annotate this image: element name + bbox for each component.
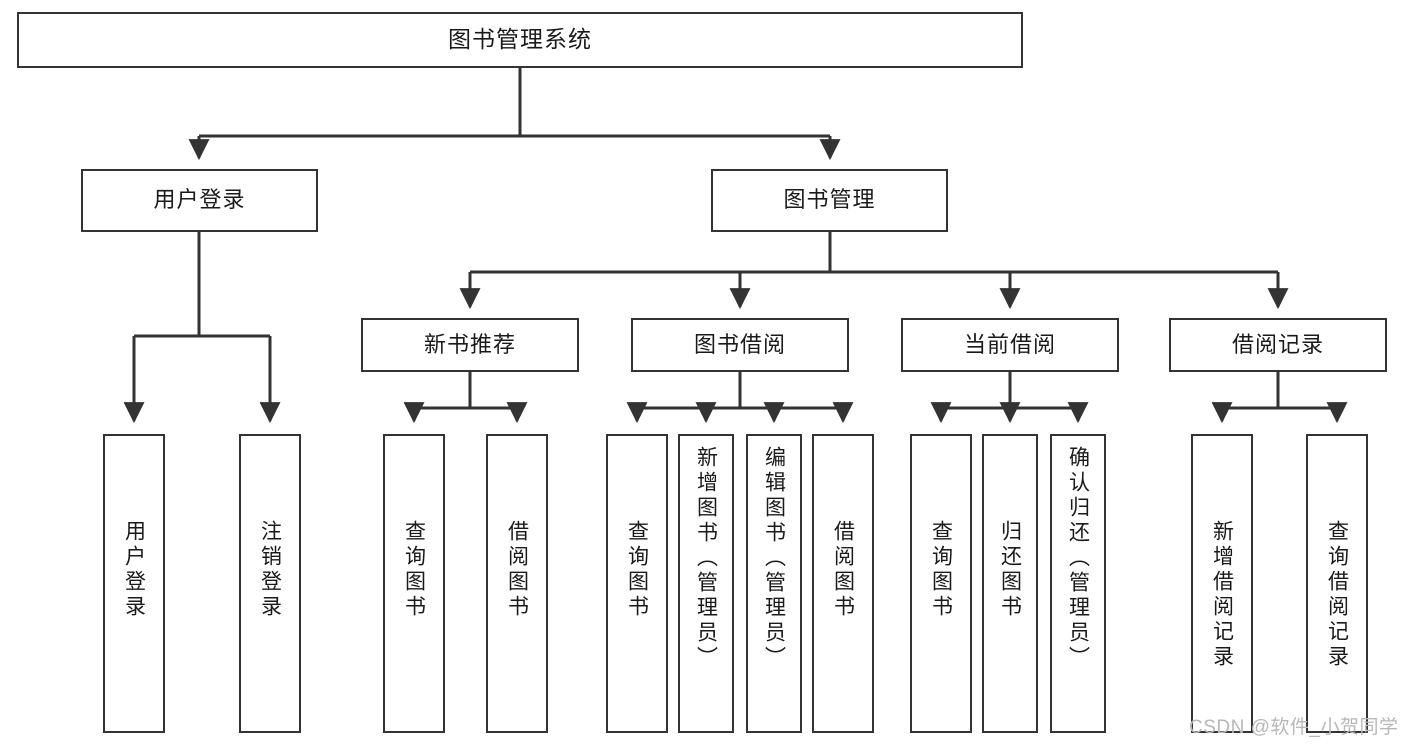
watermark: CSDN @软件_小贺同学 xyxy=(1189,717,1399,738)
node-label: 图书管理 xyxy=(783,187,876,213)
node-label: 当前借阅 xyxy=(963,331,1056,357)
leaf-label: 注销登录 xyxy=(258,520,282,620)
node-book-management[interactable]: 图书管理 xyxy=(711,169,948,232)
leaf-label: 用户登录 xyxy=(122,520,146,620)
leaf-label: 新增借阅记录 xyxy=(1210,520,1234,670)
node-label: 图书借阅 xyxy=(693,331,786,357)
leaf-label: 归还图书 xyxy=(998,520,1022,620)
leaf-return-book[interactable]: 归还图书 xyxy=(982,434,1038,733)
node-label: 借阅记录 xyxy=(1231,331,1324,357)
node-user-login[interactable]: 用户登录 xyxy=(81,169,318,232)
leaf-label: 查询图书 xyxy=(625,520,649,620)
leaf-logout[interactable]: 注销登录 xyxy=(239,434,301,733)
node-new-book-recommendation[interactable]: 新书推荐 xyxy=(361,318,579,372)
leaf-label: 确认归还（管理员） xyxy=(1066,446,1090,671)
leaf-query-book-borrow[interactable]: 查询图书 xyxy=(606,434,668,733)
leaf-confirm-return-admin[interactable]: 确认归还（管理员） xyxy=(1050,434,1106,733)
node-label: 用户登录 xyxy=(153,187,246,213)
leaf-add-book-admin[interactable]: 新增图书（管理员） xyxy=(678,434,734,733)
leaf-label: 查询图书 xyxy=(929,520,953,620)
leaf-label: 查询借阅记录 xyxy=(1325,520,1349,670)
leaf-borrow-book-new[interactable]: 借阅图书 xyxy=(486,434,548,733)
node-label: 图书管理系统 xyxy=(448,26,592,53)
node-current-borrowing[interactable]: 当前借阅 xyxy=(901,318,1119,372)
leaf-borrow-book[interactable]: 借阅图书 xyxy=(812,434,874,733)
leaf-query-book-current[interactable]: 查询图书 xyxy=(910,434,972,733)
node-root-book-management-system[interactable]: 图书管理系统 xyxy=(17,12,1023,68)
leaf-query-book-new[interactable]: 查询图书 xyxy=(383,434,445,733)
node-label: 新书推荐 xyxy=(423,331,516,357)
leaf-label: 借阅图书 xyxy=(505,520,529,620)
node-borrowing-record[interactable]: 借阅记录 xyxy=(1169,318,1387,372)
leaf-edit-book-admin[interactable]: 编辑图书（管理员） xyxy=(746,434,802,733)
leaf-query-borrow-record[interactable]: 查询借阅记录 xyxy=(1306,434,1368,733)
leaf-add-borrow-record[interactable]: 新增借阅记录 xyxy=(1191,434,1253,733)
leaf-label: 借阅图书 xyxy=(831,520,855,620)
leaf-label: 查询图书 xyxy=(402,520,426,620)
leaf-label: 编辑图书（管理员） xyxy=(762,446,786,671)
leaf-label: 新增图书（管理员） xyxy=(694,446,718,671)
node-book-borrowing[interactable]: 图书借阅 xyxy=(631,318,849,372)
leaf-user-login[interactable]: 用户登录 xyxy=(103,434,165,733)
